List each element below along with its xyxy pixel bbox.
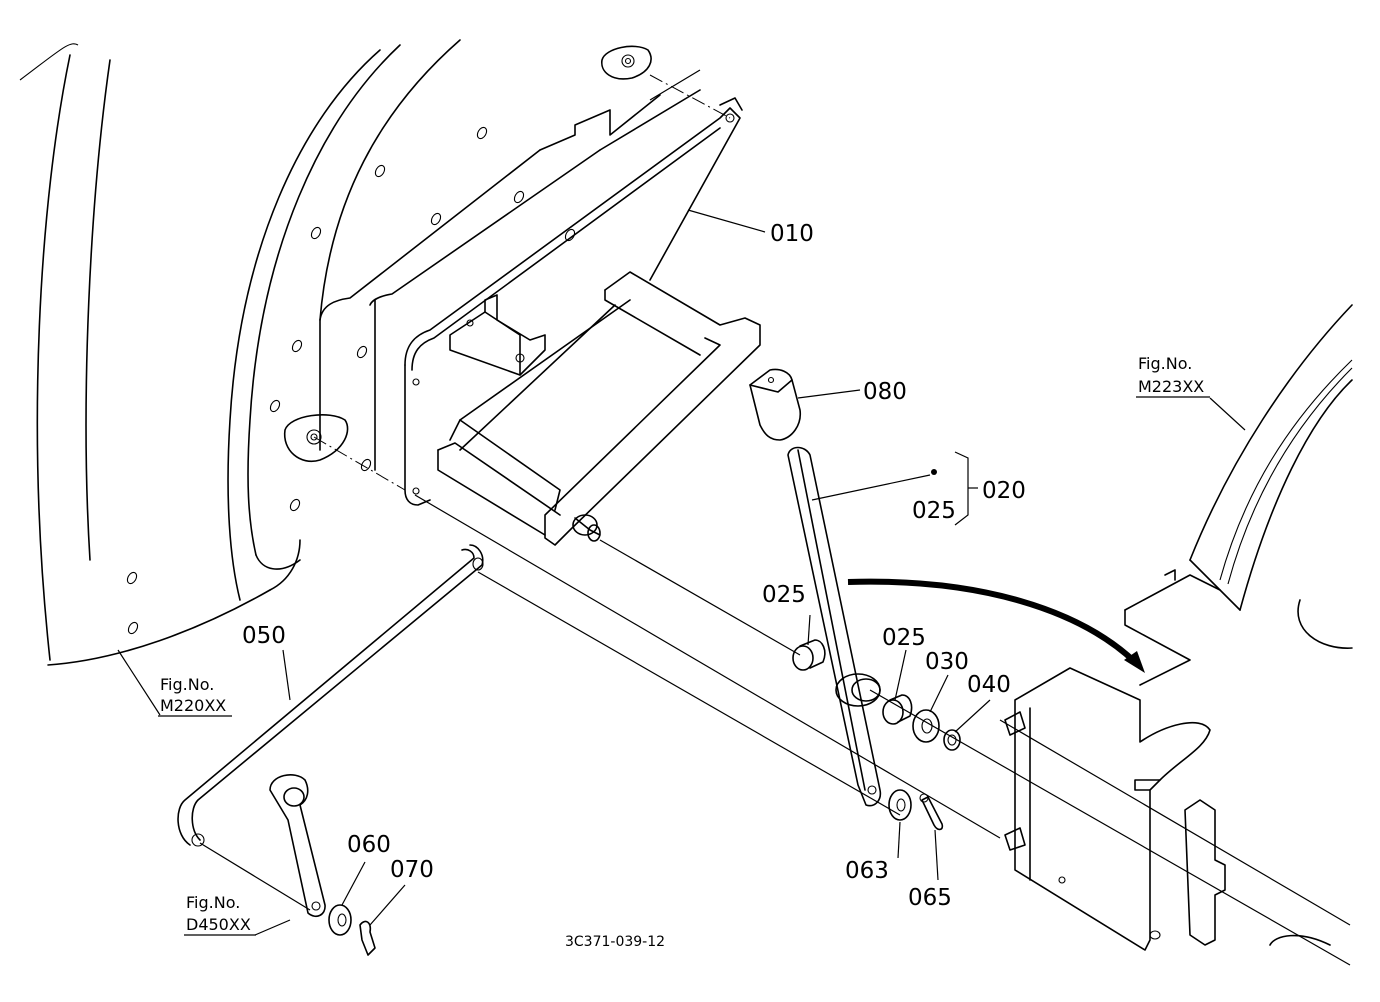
- fig-caption: Fig.No.: [160, 675, 214, 694]
- label-080: 080: [863, 379, 907, 405]
- figure-ref-m223: Fig.No. M223XX: [1136, 354, 1210, 398]
- leader-lines: [117, 209, 1246, 936]
- clip-pin-070: [359, 920, 376, 956]
- fig-caption: Fig.No.: [1138, 354, 1192, 373]
- bolt-pad-lower: [283, 414, 349, 463]
- fig-caption: Fig.No.: [186, 893, 240, 912]
- u-bracket: [449, 294, 546, 376]
- fig-code: M220XX: [160, 696, 226, 715]
- small-arm: [269, 774, 326, 917]
- bolt-pad-upper: [601, 45, 652, 80]
- washer-060: [328, 904, 352, 936]
- part-labels: 010 080 020 025 025 025 030 040 050 060 …: [242, 221, 1026, 911]
- cover-plate: [1004, 667, 1331, 951]
- washer-030: [912, 709, 940, 743]
- bushing-lower: [882, 694, 913, 725]
- label-070: 070: [390, 857, 434, 883]
- label-025-bushing-upper: 025: [762, 582, 806, 608]
- label-025-bushing-lower: 025: [882, 625, 926, 651]
- cotter-pin-065: [919, 793, 944, 831]
- label-060: 060: [347, 832, 391, 858]
- direction-arrow: [847, 578, 1145, 673]
- center-lines: [199, 69, 1351, 966]
- fig-code: D450XX: [186, 915, 251, 934]
- label-025-set: 025: [912, 498, 956, 524]
- label-065: 065: [908, 885, 952, 911]
- washer-063: [888, 789, 912, 821]
- figure-ref-m220: Fig.No. M220XX: [158, 675, 232, 717]
- snap-ring-040: [943, 729, 961, 751]
- figure-ref-d450: Fig.No. D450XX: [184, 893, 256, 936]
- bushing-upper: [792, 639, 826, 671]
- drawing-code: 3C371-039-12: [565, 934, 665, 950]
- label-020: 020: [982, 478, 1026, 504]
- lever-knob: [749, 368, 802, 441]
- panel-holes: [126, 126, 576, 635]
- bracket-plate: [404, 97, 743, 506]
- frame-tubes: [437, 271, 761, 546]
- label-010: 010: [770, 221, 814, 247]
- label-050: 050: [242, 623, 286, 649]
- right-fender: [1124, 304, 1353, 686]
- lever-arm: [787, 446, 882, 807]
- fig-code: M223XX: [1138, 377, 1204, 396]
- link-rod: [177, 544, 484, 847]
- label-030: 030: [925, 649, 969, 675]
- fender-panel: [19, 39, 701, 666]
- label-063: 063: [845, 858, 889, 884]
- label-040: 040: [967, 672, 1011, 698]
